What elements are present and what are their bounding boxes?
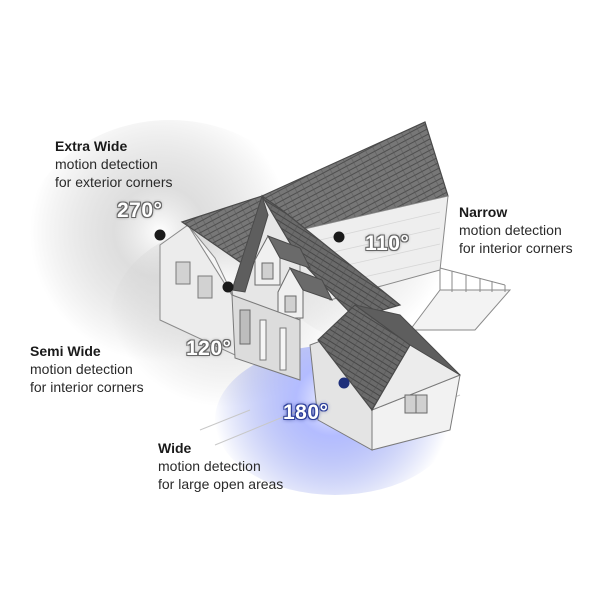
label-semi-wide-line2: for interior corners	[30, 379, 144, 395]
angle-120: 120°	[186, 337, 232, 360]
garage	[309, 304, 462, 451]
label-semi-wide-line1: motion detection	[30, 361, 133, 377]
front-entry	[231, 294, 301, 381]
dormer-1	[254, 234, 311, 286]
patio-deck	[409, 267, 512, 331]
label-narrow: Narrow motion detection for interior cor…	[459, 203, 573, 257]
label-wide-title: Wide	[158, 440, 192, 456]
sensors	[154, 229, 350, 389]
label-extra-wide-line1: motion detection	[55, 156, 158, 172]
label-semi-wide: Semi Wide motion detection for interior …	[30, 342, 144, 396]
angle-110: 110°	[365, 232, 410, 255]
label-wide: Wide motion detection for large open are…	[158, 439, 283, 493]
dormer-2	[277, 266, 333, 319]
label-extra-wide-line2: for exterior corners	[55, 174, 173, 190]
label-narrow-title: Narrow	[459, 204, 508, 220]
label-semi-wide-title: Semi Wide	[30, 343, 101, 359]
center-gable-roof-left	[231, 194, 269, 293]
angle-180: 180°	[283, 401, 329, 424]
label-wide-line1: motion detection	[158, 458, 261, 474]
angle-270: 270°	[117, 199, 163, 222]
label-extra-wide: Extra Wide motion detection for exterior…	[55, 137, 172, 191]
label-wide-line2: for large open areas	[158, 476, 284, 492]
label-narrow-line1: motion detection	[459, 222, 562, 238]
label-narrow-line2: for interior corners	[459, 240, 573, 256]
sensor-270-dot	[154, 229, 166, 241]
sensor-120-dot	[222, 281, 234, 293]
left-wing	[159, 224, 236, 356]
sensor-110-dot	[333, 231, 345, 243]
sensor-180-dot	[338, 377, 350, 389]
label-extra-wide-title: Extra Wide	[55, 138, 128, 154]
